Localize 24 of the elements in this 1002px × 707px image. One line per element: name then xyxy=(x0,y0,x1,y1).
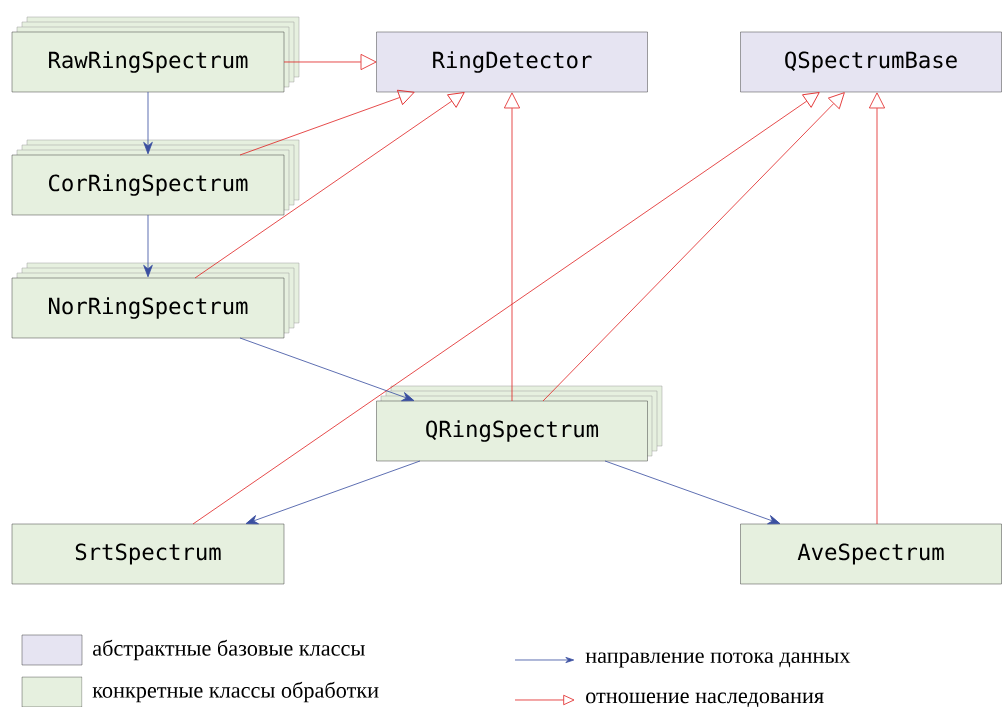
arrow xyxy=(143,214,153,278)
arrow xyxy=(143,91,153,155)
class-box: SrtSpectrum xyxy=(11,523,285,585)
inheritance-arrow xyxy=(283,53,377,71)
inheritance-arrow xyxy=(239,89,415,156)
arrow xyxy=(245,460,421,525)
inheritance-arrow xyxy=(542,92,845,402)
inheritance-arrow xyxy=(868,92,886,525)
class-box: AveSpectrum xyxy=(740,523,1002,585)
inheritance-arrow xyxy=(194,92,465,279)
arrow xyxy=(604,460,781,525)
arrow xyxy=(239,337,415,402)
legend-label: отношение наследования xyxy=(586,692,824,707)
class-stack: QRingSpectrum xyxy=(376,385,663,462)
class-stack: NorRingSpectrum xyxy=(11,262,300,339)
class-stack: RawRingSpectrum xyxy=(11,16,300,93)
inheritance-arrow xyxy=(503,92,521,402)
class-stack: CorRingSpectrum xyxy=(11,139,300,216)
class-box: QSpectrumBase xyxy=(740,31,1002,93)
legend-label: конкретные классы обработки xyxy=(92,681,379,703)
legend-label: направление потока данных xyxy=(585,652,851,668)
class-box: RingDetector xyxy=(376,31,648,93)
legend-label: абстрактные базовые классы xyxy=(93,639,365,661)
inheritance-arrow xyxy=(192,92,820,525)
